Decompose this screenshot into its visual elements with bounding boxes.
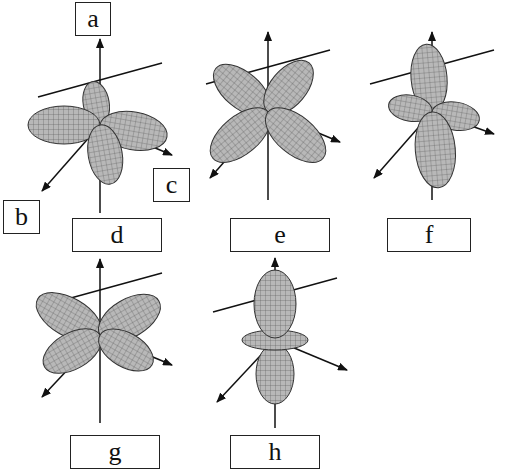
orbital-label-box: e — [230, 218, 330, 252]
orbital-e — [201, 32, 340, 200]
orbital-h — [213, 258, 347, 428]
label-text: h — [269, 439, 282, 465]
axis-label-box: b — [3, 200, 40, 234]
label-text: b — [15, 204, 28, 230]
orbital-label-box: g — [70, 435, 160, 469]
label-text: a — [87, 6, 99, 32]
label-text: d — [111, 222, 124, 248]
orbital-g — [28, 259, 172, 423]
label-text: e — [274, 222, 286, 248]
axis-label-box: a — [75, 2, 111, 36]
label-text: g — [109, 439, 122, 465]
orbital-label-box: d — [72, 218, 162, 252]
label-text: c — [166, 172, 178, 198]
axis-label-box: c — [153, 168, 190, 202]
orbital-label-box: f — [387, 218, 471, 252]
orbital-f — [370, 32, 494, 200]
orbital-d — [28, 39, 172, 213]
label-text: f — [425, 222, 434, 248]
orbital-label-box: h — [230, 435, 320, 469]
